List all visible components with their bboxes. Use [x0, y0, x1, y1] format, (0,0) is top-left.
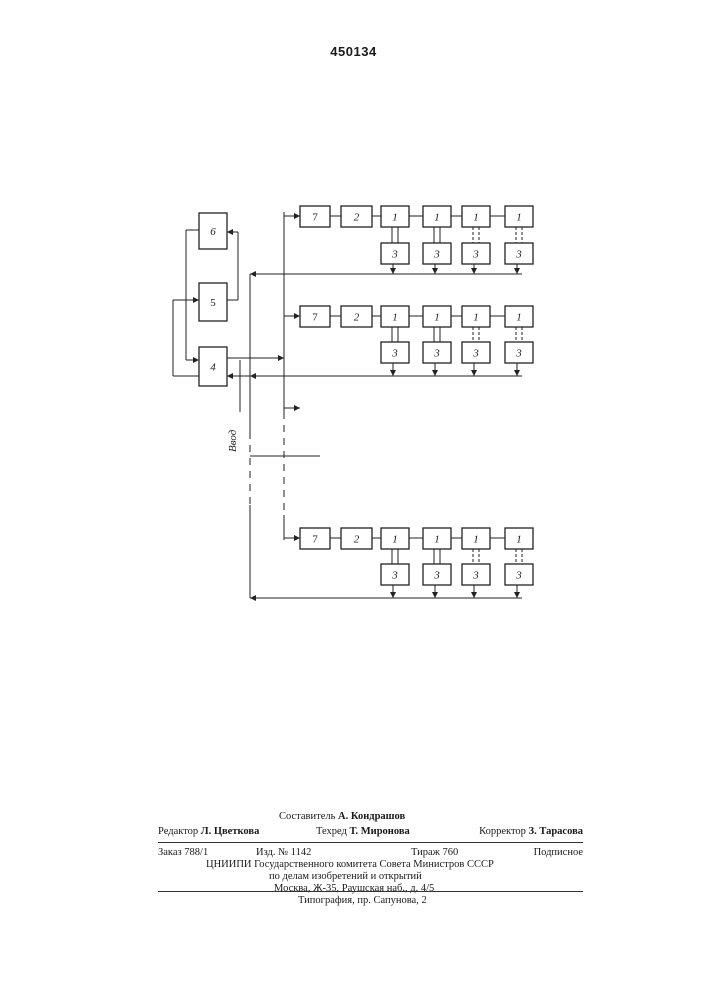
- row2-col4-block-1-label: 1: [516, 312, 522, 324]
- row1-col2-block-1-label: 1: [434, 212, 440, 224]
- corrector-label: Корректор: [479, 826, 526, 837]
- input-label: Ввод: [227, 429, 239, 452]
- order-number: Заказ 788/1: [158, 846, 208, 859]
- row2-col2-block-1-label: 1: [434, 312, 440, 324]
- row1-col4-block-3-label: 3: [515, 249, 522, 261]
- row3-col3-block-1-label: 1: [473, 534, 479, 546]
- block-5-label: 5: [210, 297, 216, 309]
- footer-rule-bottom: [158, 891, 583, 892]
- row3-col3-block-3-label: 3: [472, 570, 479, 582]
- editor-label: Редактор: [158, 826, 198, 837]
- row2-col3-block-3-label: 3: [472, 348, 479, 360]
- footer-rule-top: [158, 842, 583, 843]
- row2-block-7-label: 7: [312, 312, 318, 324]
- techred-label: Техред: [316, 826, 347, 837]
- row3-col2-block-1-label: 1: [434, 534, 440, 546]
- printer-address: Типография, пр. Сапунова, 2: [298, 894, 427, 907]
- compiler-name: А. Кондрашов: [338, 811, 405, 822]
- compiler-label: Составитель: [279, 811, 335, 822]
- row1-block-7-label: 7: [312, 212, 318, 224]
- row3-col2-block-3-label: 3: [433, 570, 440, 582]
- row3-block-2-label: 2: [354, 534, 360, 546]
- row1-col3-block-1-label: 1: [473, 212, 479, 224]
- row3-col1-block-1-label: 1: [392, 534, 398, 546]
- row1-col1-block-1-label: 1: [392, 212, 398, 224]
- row2-col1-block-3-label: 3: [391, 348, 398, 360]
- row1-col1-block-3-label: 3: [391, 249, 398, 261]
- row1-col4-block-1-label: 1: [516, 212, 522, 224]
- row2-col3-block-1-label: 1: [473, 312, 479, 324]
- row3-col4-block-1-label: 1: [516, 534, 522, 546]
- row2-col4-block-3-label: 3: [515, 348, 522, 360]
- row1-col3-block-3-label: 3: [472, 249, 479, 261]
- block-4-label: 4: [210, 362, 216, 374]
- row1-col2-block-3-label: 3: [433, 249, 440, 261]
- printer-info: Типография, пр. Сапунова, 2: [158, 894, 583, 910]
- row2-col2-block-3-label: 3: [433, 348, 440, 360]
- row3-block-7-label: 7: [312, 534, 318, 546]
- subscription-note: Подписное: [534, 846, 583, 859]
- row3-col4-block-3-label: 3: [515, 570, 522, 582]
- row1-block-2-label: 2: [354, 212, 360, 224]
- block-6-label: 6: [210, 226, 216, 238]
- row3-col1-block-3-label: 3: [391, 570, 398, 582]
- corrector-name: З. Тарасова: [529, 826, 583, 837]
- row2-col1-block-1-label: 1: [392, 312, 398, 324]
- block-diagram: 6 5 4Ввод 7 2 1 3 1 3 1 3 1 3 7 2 1 3 1 3 1 3 1 3 7 2 1 3 1 3 1 3 1 3: [0, 0, 707, 700]
- row2-block-2-label: 2: [354, 312, 360, 324]
- techred-name: Т. Миронова: [350, 826, 410, 837]
- editor-name: Л. Цветкова: [201, 826, 260, 837]
